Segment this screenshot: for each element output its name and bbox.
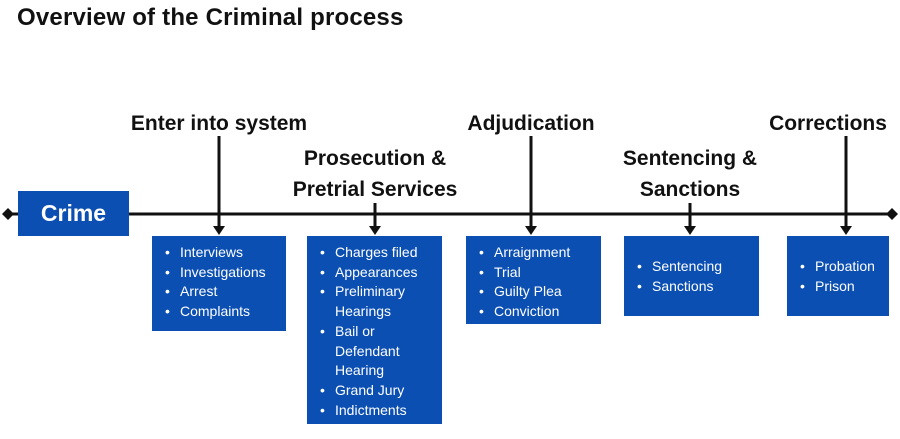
list-item: Probation	[793, 257, 883, 277]
list-item: Complaints	[158, 302, 280, 322]
list-item: Conviction	[472, 302, 595, 322]
diagram-title: Overview of the Criminal process	[17, 4, 404, 31]
stage-label-line: Corrections	[769, 112, 887, 135]
stage-label-adjudication: Adjudication	[451, 108, 611, 139]
stage-box-sentencing: Sentencing Sanctions	[624, 236, 759, 316]
stage-box-adjudication: Arraignment Trial Guilty Plea Conviction	[466, 236, 601, 324]
timeline-start-diamond	[2, 208, 14, 220]
stage-items-enter: Interviews Investigations Arrest Complai…	[158, 243, 280, 322]
timeline-end-diamond	[886, 208, 898, 220]
stage-label-line: Prosecution &	[303, 147, 447, 170]
list-item: Charges filed	[313, 243, 436, 263]
list-item: Investigations	[158, 263, 280, 283]
list-item: Appearances	[313, 263, 436, 283]
list-item: Bail or Defendant Hearing	[313, 322, 436, 381]
stage-label-sentencing: Sentencing & Sanctions	[600, 143, 780, 205]
arrowhead-adjudication	[525, 226, 537, 235]
arrowhead-corrections	[840, 226, 852, 235]
list-item: Arraignment	[472, 243, 595, 263]
stage-items-corrections: Probation Prison	[793, 257, 883, 296]
stage-box-corrections: Probation Prison	[787, 236, 889, 316]
stage-label-corrections: Corrections	[758, 108, 898, 139]
list-item: Guilty Plea	[472, 282, 595, 302]
crime-label: Crime	[40, 200, 107, 226]
stage-label-enter: Enter into system	[119, 108, 319, 139]
arrowhead-prosecution	[369, 226, 381, 235]
list-item: Prison	[793, 277, 883, 297]
stage-box-prosecution: Charges filed Appearances Preliminary He…	[307, 236, 442, 424]
list-item: Indictments	[313, 401, 436, 421]
stage-box-enter: Interviews Investigations Arrest Complai…	[152, 236, 286, 331]
stage-label-line: Enter into system	[130, 112, 308, 135]
crime-start-box: Crime	[18, 191, 129, 236]
stage-label-prosecution: Prosecution & Pretrial Services	[270, 143, 480, 205]
arrowhead-enter	[213, 226, 225, 235]
stage-label-line: Adjudication	[467, 112, 595, 135]
list-item: Arrest	[158, 282, 280, 302]
list-item: Preliminary Hearings	[313, 282, 436, 321]
stage-label-line: Pretrial Services	[292, 178, 458, 201]
list-item: Sentencing	[630, 257, 753, 277]
stage-items-sentencing: Sentencing Sanctions	[630, 257, 753, 296]
list-item: Trial	[472, 263, 595, 283]
list-item: Grand Jury	[313, 381, 436, 401]
stage-items-adjudication: Arraignment Trial Guilty Plea Conviction	[472, 243, 595, 322]
list-item: Interviews	[158, 243, 280, 263]
arrowhead-sentencing	[684, 226, 696, 235]
stage-label-line: Sentencing &	[622, 147, 758, 170]
list-item: Sanctions	[630, 277, 753, 297]
stage-items-prosecution: Charges filed Appearances Preliminary He…	[313, 243, 436, 420]
stage-label-line: Sanctions	[639, 178, 741, 201]
